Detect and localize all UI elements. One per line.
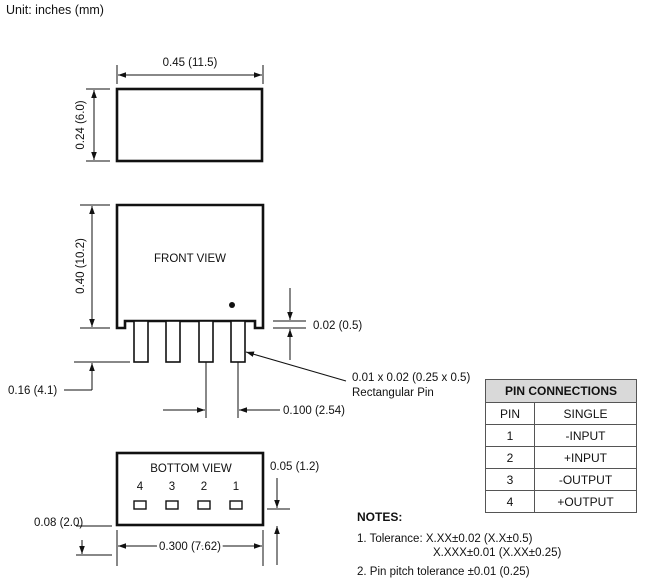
bottom-pad-3: [165, 500, 179, 510]
table-title-row: PIN CONNECTIONS: [485, 379, 637, 403]
standoff-label: 0.02 (0.5): [313, 320, 362, 332]
pin1-marker-dot: [229, 302, 235, 308]
front-view: FRONT VIEW 0.40 (10.2) 0.02 (0.5) 0.16 (…: [8, 203, 470, 418]
bottom-pad-1: [229, 500, 243, 510]
pin-signal-cell: +INPUT: [534, 446, 637, 469]
pin-number-cell: 3: [485, 468, 535, 491]
bottom-pin-number-1: 1: [233, 481, 239, 493]
pin-number-cell: 1: [485, 424, 535, 447]
table-row: 4 +OUTPUT: [485, 490, 637, 513]
top-view: 0.45 (11.5) 0.24 (6.0): [75, 57, 264, 163]
table-title: PIN CONNECTIONS: [485, 379, 637, 403]
bottom-view-body: [115, 451, 265, 527]
bottom-span-label: 0.300 (7.62): [159, 541, 221, 553]
bottom-pin-number-3: 3: [169, 481, 175, 493]
pin-signal-cell: -INPUT: [534, 424, 637, 447]
front-pin-2: [198, 320, 214, 363]
front-pin-1: [230, 320, 246, 363]
pin-signal-cell: -OUTPUT: [534, 468, 637, 491]
table-header-row: PIN SINGLE: [485, 402, 637, 425]
pin-size-label: 0.01 x 0.02 (0.25 x 0.5): [352, 372, 470, 384]
notes-title: NOTES:: [357, 510, 402, 524]
pin-number-cell: 2: [485, 446, 535, 469]
top-width-label: 0.45 (11.5): [163, 57, 218, 69]
top-view-body: [115, 87, 264, 163]
pin-size-leader: [245, 351, 347, 382]
bottom-pin-number-2: 2: [201, 481, 207, 493]
pin-length-label: 0.16 (4.1): [8, 385, 57, 397]
front-pin-4: [133, 320, 149, 363]
table-row: 1 -INPUT: [485, 424, 637, 447]
bottom-pin-number-4: 4: [137, 481, 144, 493]
note-pitch: 2. Pin pitch tolerance ±0.01 (0.25): [357, 566, 530, 578]
pin-pitch-label: 0.100 (2.54): [283, 405, 345, 417]
bottom-offset-label: 0.08 (2.0): [34, 517, 83, 529]
front-view-title: FRONT VIEW: [154, 253, 226, 265]
notes: NOTES: 1. Tolerance: X.XX±0.02 (X.X±0.5)…: [357, 510, 561, 578]
bottom-pad-4: [133, 500, 147, 510]
bottom-view: BOTTOM VIEW 4 3 2 1 0.05 (1.2) 0.08 (2.0…: [34, 451, 319, 566]
table-row: 2 +INPUT: [485, 446, 637, 469]
bottom-margin-label: 0.05 (1.2): [270, 461, 319, 473]
front-height-label: 0.40 (10.2): [75, 238, 87, 294]
pin-number-cell: 4: [485, 490, 535, 513]
bottom-view-title: BOTTOM VIEW: [150, 463, 232, 475]
bottom-pad-2: [197, 500, 211, 510]
pin-signal-cell: +OUTPUT: [534, 490, 637, 513]
pin-connections-table: PIN CONNECTIONS PIN SINGLE 1 -INPUT 2 +I…: [485, 379, 637, 513]
pin-type-label: Rectangular Pin: [352, 387, 434, 399]
front-pin-3: [165, 320, 181, 363]
unit-label: Unit: inches (mm): [6, 3, 104, 17]
front-view-body: [115, 203, 265, 330]
note-tolerance-1: 1. Tolerance: X.XX±0.02 (X.X±0.5): [357, 533, 533, 545]
note-tolerance-2: X.XXX±0.01 (X.XX±0.25): [433, 547, 561, 559]
column-header-single: SINGLE: [534, 402, 637, 425]
column-header-pin: PIN: [485, 402, 535, 425]
table-row: 3 -OUTPUT: [485, 468, 637, 491]
top-depth-label: 0.24 (6.0): [75, 100, 87, 149]
